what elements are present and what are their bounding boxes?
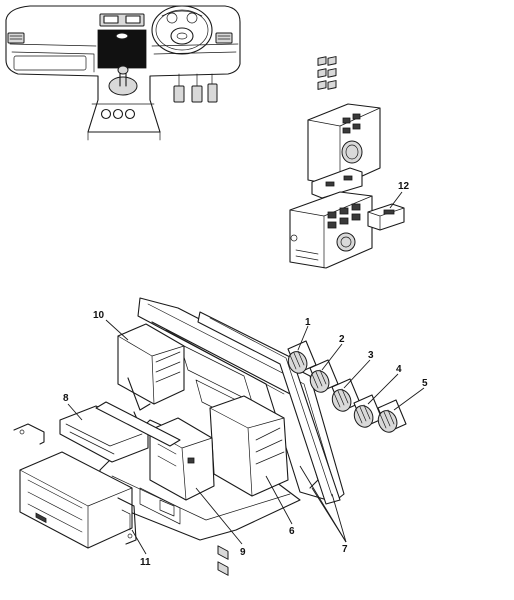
callout-6: 6 (289, 526, 295, 537)
callout-1: 1 (305, 317, 311, 328)
callout-10: 10 (93, 310, 105, 321)
callout-9: 9 (240, 547, 246, 558)
callout-7: 7 (342, 544, 348, 555)
knob-row (287, 340, 407, 433)
callout-8: 8 (63, 393, 69, 404)
callout-5: 5 (422, 378, 428, 389)
callout-11: 11 (140, 557, 151, 568)
callout-3: 3 (368, 350, 374, 361)
main-exploded-view (13, 297, 407, 576)
switch-pack-detail-view (289, 56, 405, 269)
leader-lines (67, 191, 425, 555)
callout-4: 4 (396, 364, 402, 375)
callout-labels: 1 2 3 4 5 6 7 8 9 10 11 12 (63, 181, 428, 568)
dashboard-locator-view (5, 5, 241, 141)
callout-12: 12 (398, 181, 410, 192)
callout-2: 2 (339, 334, 345, 345)
